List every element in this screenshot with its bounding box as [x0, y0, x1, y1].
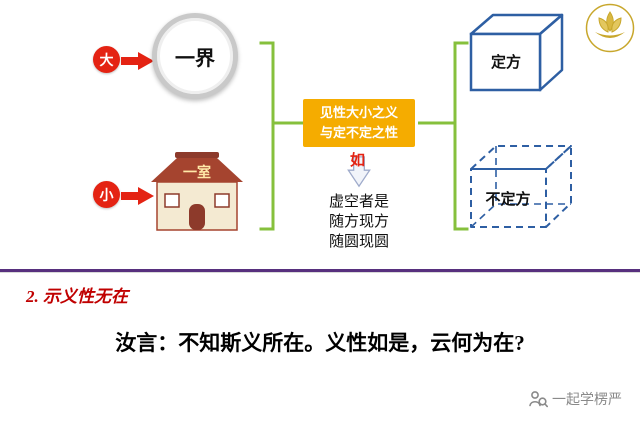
sutra-quote: 汝言：不知斯义所在。义性如是，云何为在?: [115, 331, 525, 355]
house-label: 一室: [183, 164, 211, 180]
note-line2: 随方现方: [328, 214, 389, 230]
big-badge: 大: [93, 46, 120, 73]
world-circle-label: 一界: [175, 47, 215, 70]
right-brace: [418, 41, 469, 231]
cube-solid-icon: [469, 13, 564, 92]
left-brace: [259, 41, 310, 231]
ru-label: 如: [350, 153, 366, 169]
section-heading: 2. 示义性无在: [26, 287, 128, 306]
solid-cube-label: 定方: [490, 55, 521, 71]
world-circle: 一界: [152, 13, 238, 99]
center-topic-box: 见性大小之义 与定不定之性: [303, 99, 415, 147]
arrow-right-icon: [121, 187, 154, 205]
magnifier-person-icon: [529, 391, 548, 408]
note-line1: 虚空者是: [328, 194, 389, 210]
arrow-right-icon: [121, 52, 154, 70]
cube-dashed-icon: [470, 145, 572, 228]
center-topic-line1: 见性大小之义: [319, 104, 398, 120]
down-arrow-icon: [347, 156, 371, 188]
watermark: 一起学楞严: [528, 389, 622, 409]
note-line3: 随圆现圆: [328, 234, 389, 250]
note-text: 虚空者是 随方现方 随圆现圆: [298, 192, 420, 252]
small-badge: 小: [93, 181, 120, 208]
center-topic-line2: 与定不定之性: [319, 125, 398, 140]
house-icon: 一室: [151, 152, 243, 231]
watermark-text: 一起学楞严: [552, 391, 622, 407]
lotus-logo-icon: [585, 3, 635, 53]
section-divider: [0, 269, 640, 272]
dashed-cube-label: 不定方: [485, 192, 531, 208]
